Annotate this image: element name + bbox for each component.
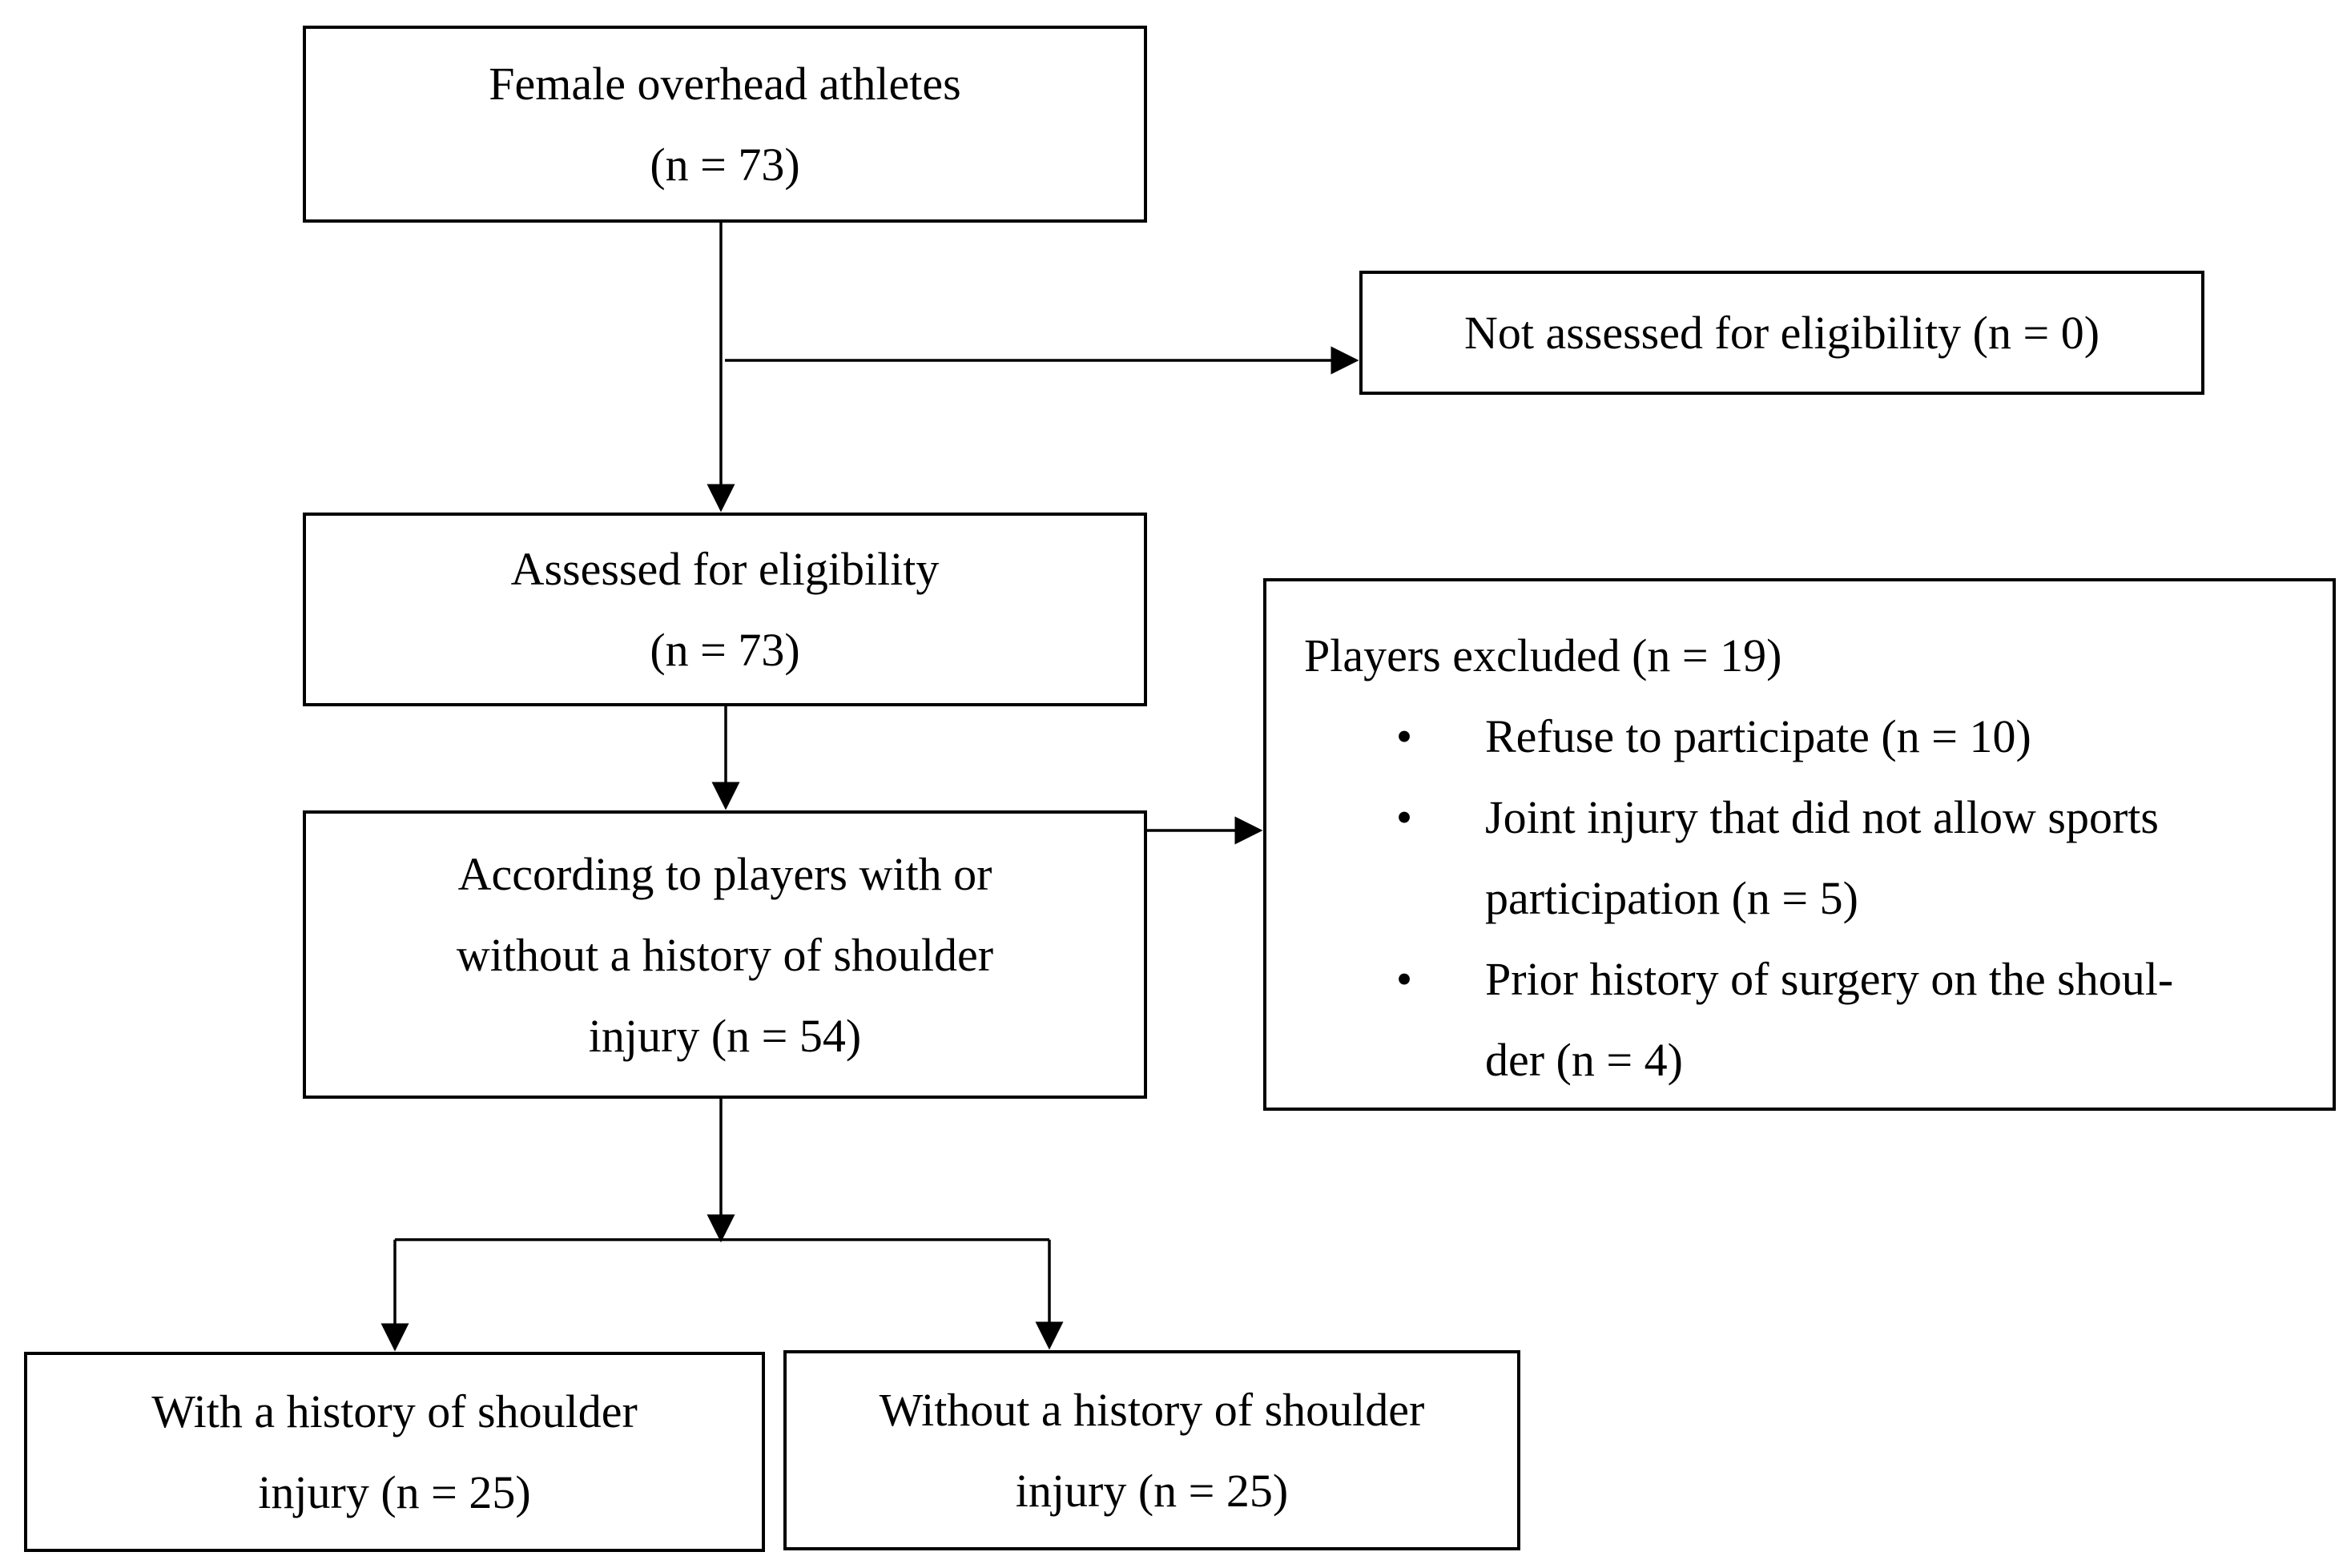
box-players-excluded: Players excluded (n = 19) • Refuse to pa…: [1263, 578, 2336, 1111]
box-without-history: Without a history of shoulder injury (n …: [783, 1350, 1520, 1550]
excluded-reason-item: • Prior history of surgery on the shoul-…: [1304, 939, 2333, 1100]
excluded-reason-line: participation (n = 5): [1485, 872, 1858, 924]
box-according-line-3: injury (n = 54): [588, 1009, 862, 1062]
bullet-icon: •: [1395, 710, 1413, 762]
excluded-title: Players excluded (n = 19): [1304, 629, 1782, 681]
box-according-to-history: According to players with or without a h…: [303, 810, 1147, 1099]
box-with-history: With a history of shoulder injury (n = 2…: [24, 1352, 765, 1552]
box-start-line-2: (n = 73): [650, 139, 800, 191]
excluded-reasons-list: • Refuse to participate (n = 10) • Joint…: [1304, 696, 2333, 1100]
box-with-line-2: injury (n = 25): [258, 1466, 531, 1518]
box-not-assessed-text: Not assessed for eligibility (n = 0): [1463, 307, 2100, 359]
box-assessed-for-eligibility: Assessed for eligibility (n = 73): [303, 513, 1147, 706]
box-with-line-1: With a history of shoulder: [151, 1385, 638, 1437]
bullet-icon: •: [1395, 953, 1413, 1005]
box-assessed-line-2: (n = 73): [650, 624, 800, 676]
box-female-overhead-athletes: Female overhead athletes (n = 73): [303, 26, 1147, 223]
excluded-reason-line: Joint injury that did not allow sports: [1485, 791, 2159, 843]
box-without-line-1: Without a history of shoulder: [879, 1384, 1425, 1436]
excluded-reason-line: der (n = 4): [1485, 1034, 1683, 1086]
box-start-line-1: Female overhead athletes: [489, 58, 961, 110]
bullet-icon: •: [1395, 791, 1413, 843]
excluded-reason-line: Refuse to participate (n = 10): [1485, 710, 2031, 762]
box-without-line-2: injury (n = 25): [1015, 1465, 1289, 1517]
box-not-assessed: Not assessed for eligibility (n = 0): [1359, 271, 2204, 395]
excluded-reason-item: • Joint injury that did not allow sports…: [1304, 777, 2333, 939]
excluded-reason-line: Prior history of surgery on the shoul-: [1485, 953, 2174, 1005]
box-according-line-1: According to players with or: [457, 847, 992, 900]
box-according-line-2: without a history of shoulder: [456, 928, 994, 981]
excluded-reason-item: • Refuse to participate (n = 10): [1304, 696, 2333, 777]
box-assessed-line-1: Assessed for eligibility: [510, 543, 940, 595]
